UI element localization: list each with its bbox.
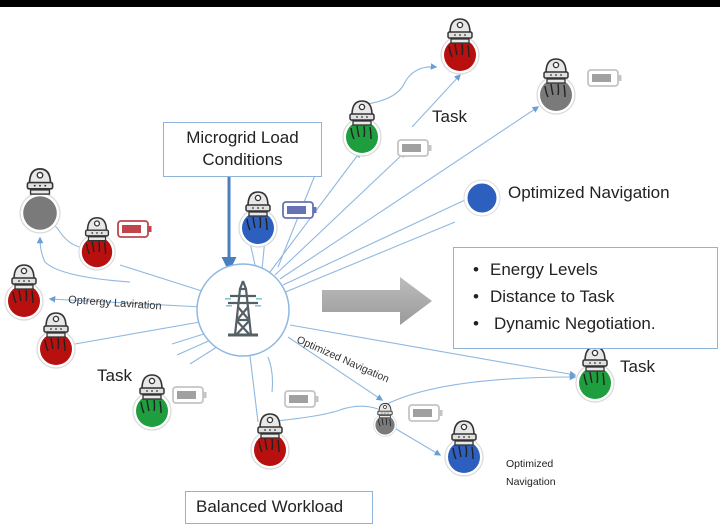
robot-left-gray: [19, 168, 61, 234]
diagram-canvas: Optrergy Laviration Optimized Navigation…: [0, 7, 720, 525]
task-label-right: Task: [620, 357, 655, 376]
robot-head-icon: [26, 168, 54, 195]
connector-line: [48, 295, 203, 308]
connector-line: [277, 174, 316, 268]
robot-body: [254, 434, 286, 466]
robot-head-icon: [257, 413, 283, 439]
optimized-navigation-dot-shadow: [463, 179, 501, 217]
robot-head-icon: [349, 100, 375, 126]
task-label-left: Task: [97, 366, 132, 385]
energy-navigation-label: Optrergy Laviration: [68, 294, 162, 312]
connector-line: [287, 336, 384, 401]
balanced-workload-box: Balanced Workload: [185, 491, 373, 524]
robot-right-green: [575, 346, 615, 403]
optimized-navigation-label: Optimized Navigation: [508, 183, 670, 202]
robot-head-icon: [543, 58, 569, 84]
connector-line: [119, 264, 206, 293]
optimized-navigation-bottom-line-2: Navigation: [506, 476, 556, 488]
hub: [196, 263, 290, 357]
robot-head-icon: [451, 420, 477, 446]
task-label-top: Task: [432, 107, 467, 126]
robot-body: [136, 395, 168, 427]
connector-line: [384, 373, 577, 406]
connector-line: [36, 236, 131, 283]
battery-icon: [117, 220, 152, 238]
factors-box: •Energy Levels •Distance to Task •Dynami…: [453, 247, 718, 349]
factors-list: •Energy Levels •Distance to Task •Dynami…: [462, 256, 717, 337]
battery-icon: [284, 390, 319, 408]
connector-line: [274, 151, 406, 276]
robot-head-icon: [377, 402, 393, 419]
robot-body: [444, 39, 476, 71]
optimized-navigation-dot: [464, 180, 500, 216]
robots-layer: [4, 18, 615, 477]
connector-line: [189, 344, 221, 365]
load-box-line-1: Microgrid Load: [186, 128, 299, 147]
connector-line: [267, 356, 274, 393]
connector-line: [411, 74, 461, 128]
battery-icon: [282, 201, 317, 219]
robot-body: [346, 121, 378, 153]
robot-body: [540, 79, 572, 111]
optimized-navigation-bottom-line-1: Optimized: [506, 458, 554, 470]
robot-body: [81, 236, 113, 268]
big-right-arrow-icon: [322, 277, 432, 325]
robot-small-gray: [373, 402, 397, 437]
balanced-workload-label: Balanced Workload: [196, 497, 344, 516]
robot-body: [375, 415, 395, 435]
hub-circle: [196, 263, 290, 357]
robot-head-icon: [582, 346, 608, 372]
battery-icon: [397, 139, 432, 157]
power-transmission-tower-icon: [228, 280, 258, 337]
microgrid-load-conditions-box: Microgrid Load Conditions: [163, 122, 322, 177]
robot-head-icon: [84, 217, 110, 242]
power-lines-glow: [225, 298, 262, 307]
factor-item: •Distance to Task: [473, 287, 615, 306]
connector-line: [176, 338, 214, 356]
robot-head-icon: [11, 264, 37, 290]
load-box-line-2: Conditions: [202, 150, 283, 169]
battery-icon: [172, 386, 207, 404]
connector-line: [289, 324, 577, 378]
factor-item: •Energy Levels: [473, 260, 598, 279]
robot-body: [8, 285, 40, 317]
connector-line: [264, 405, 379, 423]
robot-body: [242, 212, 274, 244]
connector-line: [282, 221, 456, 294]
connector-line: [366, 63, 438, 105]
robot-mid-blue: [238, 191, 278, 248]
robot-body: [579, 367, 611, 399]
connector-line: [395, 428, 442, 456]
batteries-layer: [117, 69, 622, 422]
robot-head-icon: [43, 312, 69, 338]
robot-top-right-gray: [536, 58, 576, 115]
robot-body: [40, 333, 72, 365]
connector-line: [279, 106, 540, 280]
robot-bottom-green: [132, 374, 172, 431]
connector-line: [74, 321, 201, 345]
robot-head-icon: [245, 191, 271, 217]
connector-line: [249, 355, 259, 423]
robot-body: [23, 196, 57, 230]
robot-top-green: [342, 100, 382, 157]
connector-line: [282, 199, 466, 286]
robot-body: [448, 441, 480, 473]
robot-top-red: [440, 18, 480, 75]
robot-bottom-red: [250, 413, 290, 470]
battery-icon: [587, 69, 622, 87]
diagram-svg: Optrergy Laviration Optimized Navigation: [4, 18, 622, 477]
robot-bottom-blue: [444, 420, 484, 477]
factor-item: •Dynamic Negotiation.: [473, 314, 656, 333]
robot-left-red-2: [36, 312, 76, 369]
robot-head-icon: [447, 18, 473, 44]
optimized-navigation-curved-label: Optimized Navigation: [295, 334, 391, 386]
robot-left-red-small: [78, 217, 116, 271]
battery-icon: [408, 404, 443, 422]
robot-left-red-1: [4, 264, 44, 321]
robot-head-icon: [139, 374, 165, 400]
optimized-navigation-bottom-label: Optimized Navigation: [506, 455, 556, 491]
